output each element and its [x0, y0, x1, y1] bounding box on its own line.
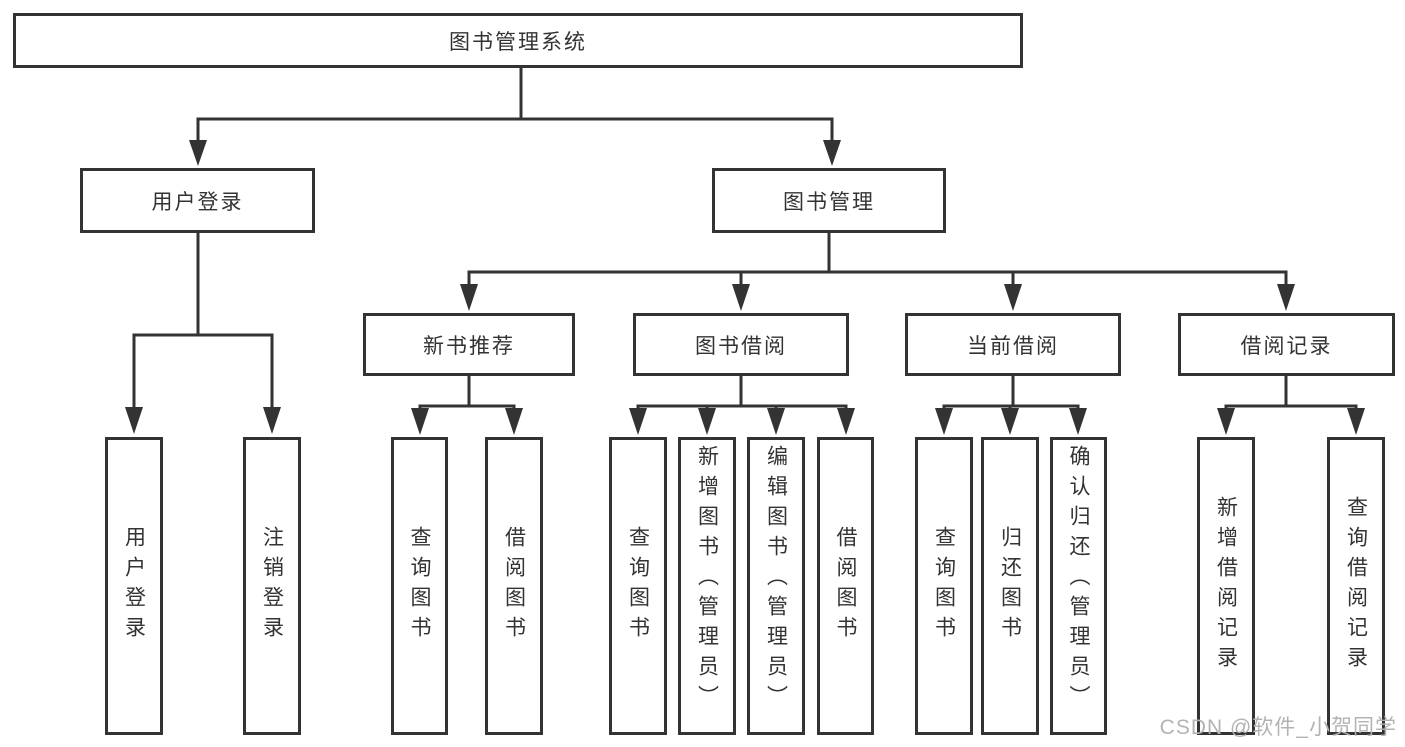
arrowhead-icon — [698, 408, 716, 435]
arrowhead-icon — [732, 284, 750, 311]
arrowhead-icon — [1347, 408, 1365, 435]
leaf-label: 借阅图书 — [834, 526, 858, 646]
leaf-label: 归还图书 — [998, 526, 1022, 646]
leaf-label: 新增借阅记录 — [1214, 496, 1238, 676]
node-root-system: 图书管理系统 — [13, 13, 1023, 68]
leaf-label: 确认归还（管理员） — [1067, 445, 1091, 715]
arrowhead-icon — [1277, 284, 1295, 311]
arrowhead-icon — [1217, 408, 1235, 435]
connector-lines — [196, 66, 834, 144]
leaf-query-books-3: 查询图书 — [915, 437, 973, 735]
node-book-management: 图书管理 — [712, 168, 946, 233]
leaf-logout: 注销登录 — [243, 437, 301, 735]
leaf-label: 借阅图书 — [502, 526, 526, 646]
leaf-label: 查询借阅记录 — [1344, 496, 1368, 676]
leaf-add-book-admin: 新增图书（管理员） — [678, 437, 736, 735]
node-user-login: 用户登录 — [80, 168, 315, 233]
arrowhead-icon — [505, 408, 523, 435]
leaf-label: 编辑图书（管理员） — [764, 445, 788, 715]
arrowhead-icon — [1004, 284, 1022, 311]
node-book-borrow: 图书借阅 — [633, 313, 849, 376]
arrowhead-icon — [263, 407, 281, 434]
arrowhead-icon — [1069, 408, 1087, 435]
csdn-watermark: CSDN @软件_小贺同学 — [1159, 716, 1397, 739]
leaf-query-books-1: 查询图书 — [391, 437, 448, 735]
arrowhead-icon — [1001, 408, 1019, 435]
arrowhead-icon — [935, 408, 953, 435]
arrowhead-icon — [411, 408, 429, 435]
arrowhead-icon — [629, 408, 647, 435]
arrowhead-icon — [189, 140, 207, 166]
node-new-book-recommend: 新书推荐 — [363, 313, 575, 376]
node-borrow-records: 借阅记录 — [1178, 313, 1395, 376]
leaf-return-book: 归还图书 — [981, 437, 1039, 735]
arrowhead-icon — [460, 284, 478, 311]
leaf-confirm-return-admin: 确认归还（管理员） — [1050, 437, 1107, 735]
leaf-label: 新增图书（管理员） — [695, 445, 719, 715]
leaf-add-borrow-record: 新增借阅记录 — [1197, 437, 1255, 735]
arrowhead-icon — [837, 408, 855, 435]
leaf-query-books-2: 查询图书 — [609, 437, 667, 735]
leaf-query-borrow-record: 查询借阅记录 — [1327, 437, 1385, 735]
connector-lines — [467, 231, 1288, 288]
node-current-borrow: 当前借阅 — [905, 313, 1121, 376]
leaf-label: 查询图书 — [932, 526, 956, 646]
leaf-label: 查询图书 — [626, 526, 650, 646]
arrowhead-icon — [125, 407, 143, 434]
leaf-user-login: 用户登录 — [105, 437, 163, 735]
leaf-label: 查询图书 — [408, 526, 432, 646]
leaf-label: 注销登录 — [260, 526, 284, 646]
leaf-borrow-books-1: 借阅图书 — [485, 437, 543, 735]
connector-lines — [418, 374, 1358, 412]
leaf-borrow-books-2: 借阅图书 — [817, 437, 874, 735]
arrowhead-icon — [823, 140, 841, 166]
leaf-edit-book-admin: 编辑图书（管理员） — [747, 437, 805, 735]
connector-lines — [132, 231, 274, 411]
arrowhead-icon — [767, 408, 785, 435]
leaf-label: 用户登录 — [122, 526, 146, 646]
